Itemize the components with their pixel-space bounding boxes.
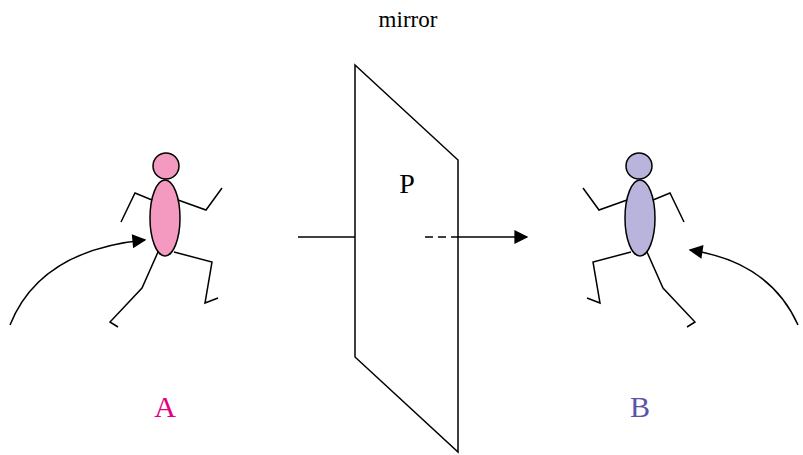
mirror-label: mirror [379,8,438,31]
rotation-arrow [10,240,145,325]
mirror-plane [355,65,458,452]
figure-label: B [630,392,650,422]
rotation-arrow [690,250,798,325]
normal-arrow [458,236,527,238]
figure-label: A [154,392,176,422]
figure-b [583,153,695,327]
figure-a [110,153,222,327]
point-label: P [399,170,415,198]
normal-line-hidden [425,236,458,238]
